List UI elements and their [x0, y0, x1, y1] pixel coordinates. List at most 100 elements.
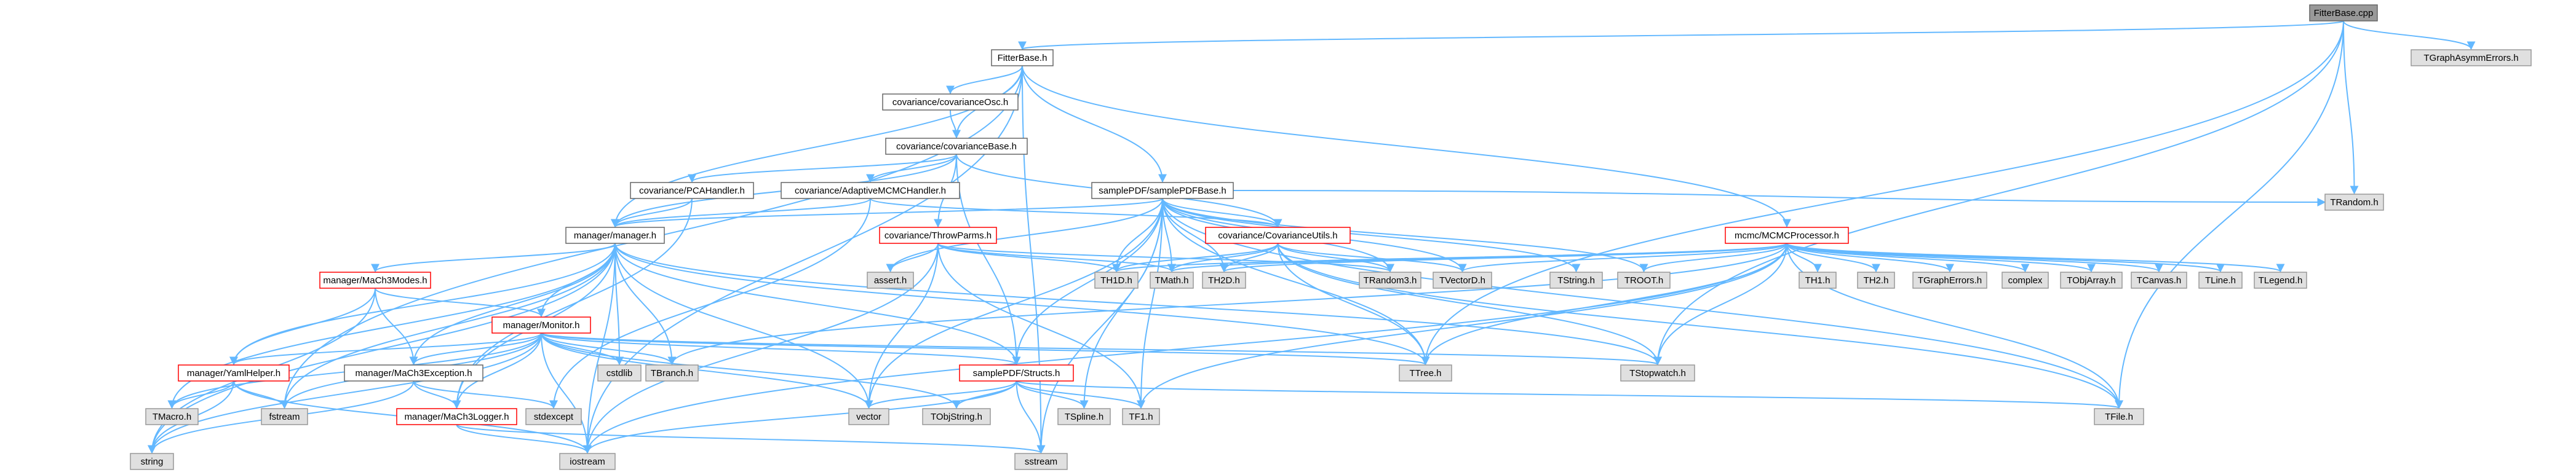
edge-manager-manager-h-to-manager-mach3exception-h [409, 243, 616, 366]
edge-manager-manager-h-to-samplepdf-structs-h [614, 243, 1021, 366]
node-tbranch-h: TBranch.h [645, 364, 699, 382]
edge-covariance-covarianceutils-h-to-tfile-h [1277, 243, 2123, 409]
node-fitterbase-cpp[interactable]: FitterBase.cpp [2309, 4, 2378, 22]
node-manager-mach3modes-h[interactable]: manager/MaCh3Modes.h [319, 272, 431, 289]
node-th1-h: TH1.h [1799, 272, 1837, 289]
node-label: TGraphErrors.h [1918, 275, 1982, 286]
edge-manager-monitor-h-to-manager-mach3logger-h [452, 332, 542, 409]
edge-manager-monitor-h-to-tbranch-h [541, 332, 677, 366]
node-label: manager/YamlHelper.h [187, 368, 280, 379]
edge-fitterbase-cpp-to-tgraphasymmerrors-h [2343, 20, 2476, 50]
node-mcmc-mcmcprocessor-h[interactable]: mcmc/MCMCProcessor.h [1725, 227, 1849, 244]
node-samplepdf-structs-h[interactable]: samplePDF/Structs.h [959, 364, 1074, 382]
edge-fitterbase-h-to-sstream [1022, 65, 1046, 454]
edge-mcmc-mcmcprocessor-h-to-tbranch-h [667, 243, 1787, 366]
node-tmacro-h: TMacro.h [145, 408, 199, 425]
node-label: TFile.h [2105, 412, 2133, 422]
node-covariance-throwparms-h[interactable]: covariance/ThrowParms.h [879, 227, 997, 244]
node-box [848, 408, 889, 425]
node-assert-h: assert.h [867, 272, 914, 289]
edge-covariance-throwparms-h-to-trandom3-h [937, 243, 1394, 273]
edge-manager-manager-h-to-manager-mach3modes-h [371, 243, 616, 273]
edge-samplepdf-structs-h-to-tspline-h [1016, 380, 1089, 409]
node-box [2094, 408, 2144, 425]
node-troot-h: TROOT.h [1617, 272, 1671, 289]
node-box [559, 453, 616, 470]
edge-manager-mach3modes-h-to-manager-yamlhelper-h [229, 288, 376, 366]
node-label: TCanvas.h [2137, 275, 2182, 286]
node-tobjstring-h: TObjString.h [922, 408, 991, 425]
node-box [645, 364, 699, 382]
edge-mcmc-mcmcprocessor-h-to-complex [1786, 243, 2030, 273]
edge-mcmc-mcmcprocessor-h-to-th1d-h [1112, 243, 1787, 273]
node-tobjarray-h: TObjArray.h [2060, 272, 2123, 289]
edge-mcmc-mcmcprocessor-h-to-tcanvas-h [1786, 243, 2163, 273]
edge-manager-monitor-h-to-tobjstring-h [541, 332, 961, 409]
edge-samplepdf-structs-h-to-iostream [583, 380, 1017, 454]
edge-samplepdf-samplepdfbase-h-to-sstream [1036, 198, 1163, 454]
node-manager-mach3logger-h[interactable]: manager/MaCh3Logger.h [396, 408, 517, 425]
node-box [130, 453, 174, 470]
node-box [1150, 272, 1194, 289]
node-box [1091, 182, 1234, 199]
node-label: cstdlib [606, 368, 633, 379]
node-box [344, 364, 483, 382]
node-tstopwatch-h: TStopwatch.h [1620, 364, 1695, 382]
node-box [2002, 272, 2049, 289]
node-box [1205, 227, 1351, 244]
edge-mcmc-mcmcprocessor-h-to-tline-h [1786, 243, 2225, 273]
node-box [1620, 364, 1695, 382]
node-covariance-covarianceutils-h[interactable]: covariance/CovarianceUtils.h [1205, 227, 1351, 244]
node-label: TF1.h [1129, 412, 1153, 422]
node-box [882, 93, 1019, 111]
node-string: string [130, 453, 174, 470]
node-label: TH1.h [1805, 275, 1831, 286]
node-label: covariance/covarianceOsc.h [892, 97, 1008, 108]
node-covariance-covariancebase-h[interactable]: covariance/covarianceBase.h [885, 138, 1028, 155]
edge-manager-manager-h-to-fstream [280, 243, 616, 409]
node-box [991, 49, 1054, 66]
node-tstring-h: TString.h [1549, 272, 1603, 289]
node-label: TH2.h [1864, 275, 1889, 286]
node-box [781, 182, 960, 199]
edge-covariance-covariancebase-h-to-covariance-pcahandler-h [688, 154, 957, 183]
node-manager-yamlhelper-h[interactable]: manager/YamlHelper.h [178, 364, 290, 382]
node-fitterbase-h[interactable]: FitterBase.h [991, 49, 1054, 66]
edge-covariance-throwparms-h-to-tf1-h [937, 243, 1145, 409]
node-samplepdf-samplepdfbase-h[interactable]: samplePDF/samplePDFBase.h [1091, 182, 1234, 199]
node-covariance-covarianceosc-h[interactable]: covariance/covarianceOsc.h [882, 93, 1019, 111]
node-box [1799, 272, 1837, 289]
node-covariance-adaptivemcmchandler-h[interactable]: covariance/AdaptiveMCMCHandler.h [781, 182, 960, 199]
node-label: TVectorD.h [1439, 275, 1485, 286]
edge-covariance-covarianceutils-h-to-trandom3-h [1277, 243, 1394, 273]
node-label: covariance/covarianceBase.h [896, 141, 1017, 152]
edge-samplepdf-structs-h-to-sstream [1016, 380, 1046, 454]
node-box [396, 408, 517, 425]
node-label: TRandom.h [2330, 197, 2378, 208]
node-label: TString.h [1557, 275, 1595, 286]
node-covariance-pcahandler-h[interactable]: covariance/PCAHandler.h [630, 182, 754, 199]
edge-fitterbase-h-to-iostream [583, 65, 1023, 454]
edge-manager-manager-h-to-tstopwatch-h [614, 243, 1662, 366]
edge-samplepdf-samplepdfbase-h-to-assert-h [886, 198, 1163, 273]
node-sstream: sstream [1014, 453, 1068, 470]
node-label: string [141, 457, 164, 467]
edge-manager-mach3modes-h-to-manager-monitor-h [375, 288, 546, 318]
node-label: TObjArray.h [2067, 275, 2115, 286]
edge-covariance-throwparms-h-to-assert-h [886, 243, 939, 273]
node-th1d-h: TH1D.h [1094, 272, 1139, 289]
edge-samplepdf-samplepdfbase-h-to-trandom-h [1233, 190, 2326, 206]
node-label: FitterBase.cpp [2314, 8, 2374, 18]
edge-covariance-adaptivemcmchandler-h-to-manager-manager-h [611, 198, 871, 228]
node-manager-mach3exception-h[interactable]: manager/MaCh3Exception.h [344, 364, 483, 382]
node-label: covariance/ThrowParms.h [885, 230, 992, 241]
edge-manager-monitor-h-to-string [148, 332, 542, 454]
node-label: manager/manager.h [574, 230, 656, 241]
node-box [922, 408, 991, 425]
node-tgraphasymmerrors-h: TGraphAsymmErrors.h [2411, 49, 2532, 66]
node-manager-manager-h[interactable]: manager/manager.h [565, 227, 665, 244]
node-manager-monitor-h[interactable]: manager/Monitor.h [491, 316, 591, 334]
edge-manager-mach3exception-h-to-stdexcept [413, 380, 558, 409]
node-label: TMath.h [1155, 275, 1188, 286]
node-label: vector [856, 412, 881, 422]
